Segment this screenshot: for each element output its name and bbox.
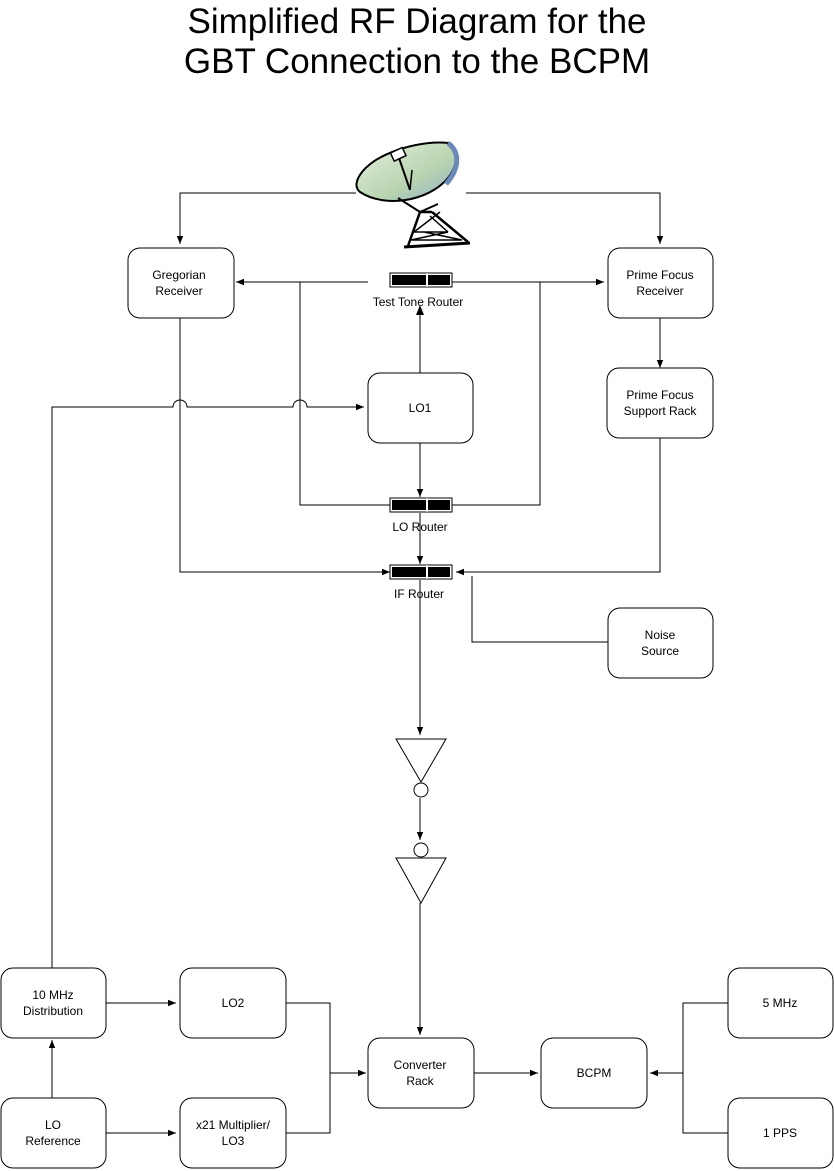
block-label: x21 Multiplier/: [196, 1118, 271, 1132]
noise-source-block: Noise Source: [607, 607, 714, 679]
one-pps-block: 1 PPS: [727, 1097, 834, 1169]
block-label: 10 MHz: [32, 988, 73, 1002]
signal-wires: [48, 192, 728, 1137]
block-label: 1 PPS: [763, 1126, 797, 1140]
lo-router-label: LO Router: [392, 520, 447, 534]
converter-rack-block: Converter Rack: [367, 1037, 475, 1109]
block-label: Reference: [25, 1134, 81, 1148]
block-label: Distribution: [23, 1004, 83, 1018]
lo-reference-block: LO Reference: [0, 1097, 107, 1169]
block-label: Prime Focus: [626, 268, 693, 282]
block-label: Rack: [406, 1074, 434, 1088]
diagram-title: Simplified RF Diagram for the GBT Connec…: [0, 2, 834, 82]
x21-multiplier-lo3-block: x21 Multiplier/ LO3: [179, 1097, 287, 1169]
ten-mhz-distribution-block: 10 MHz Distribution: [0, 967, 107, 1039]
test-tone-router-switch: Test Tone Router: [373, 272, 464, 309]
block-label: LO1: [409, 401, 432, 415]
prime-focus-support-rack-block: Prime Focus Support Rack: [606, 367, 714, 439]
test-tone-router-label: Test Tone Router: [373, 295, 464, 309]
block-label: Support Rack: [624, 404, 698, 418]
amplifier-2-icon: [395, 842, 447, 905]
bcpm-block: BCPM: [540, 1037, 648, 1109]
amplifier-1-icon: [395, 738, 447, 798]
block-label: BCPM: [577, 1066, 612, 1080]
prime-focus-receiver-block: Prime Focus Receiver: [607, 247, 714, 319]
if-router-switch: IF Router: [389, 564, 453, 601]
title-line-1: Simplified RF Diagram for the: [187, 2, 647, 41]
lo1-block: LO1: [367, 372, 474, 444]
block-label: Noise: [645, 628, 676, 642]
lo2-block: LO2: [179, 967, 287, 1039]
block-label: LO: [45, 1118, 61, 1132]
block-label: Prime Focus: [626, 388, 693, 402]
block-label: 5 MHz: [763, 996, 798, 1010]
block-label: Receiver: [155, 284, 202, 298]
gregorian-receiver-block: Gregorian Receiver: [127, 247, 235, 319]
block-label: Receiver: [636, 284, 683, 298]
five-mhz-block: 5 MHz: [727, 967, 834, 1039]
radio-telescope-dish-icon: [355, 141, 471, 249]
block-label: LO2: [222, 996, 245, 1010]
block-label: LO3: [222, 1134, 245, 1148]
block-label: Converter: [394, 1058, 447, 1072]
title-line-2: GBT Connection to the BCPM: [183, 42, 651, 81]
block-label: Source: [641, 644, 679, 658]
if-router-label: IF Router: [394, 587, 444, 601]
block-label: Gregorian: [152, 268, 205, 282]
lo-router-switch: LO Router: [389, 497, 453, 534]
